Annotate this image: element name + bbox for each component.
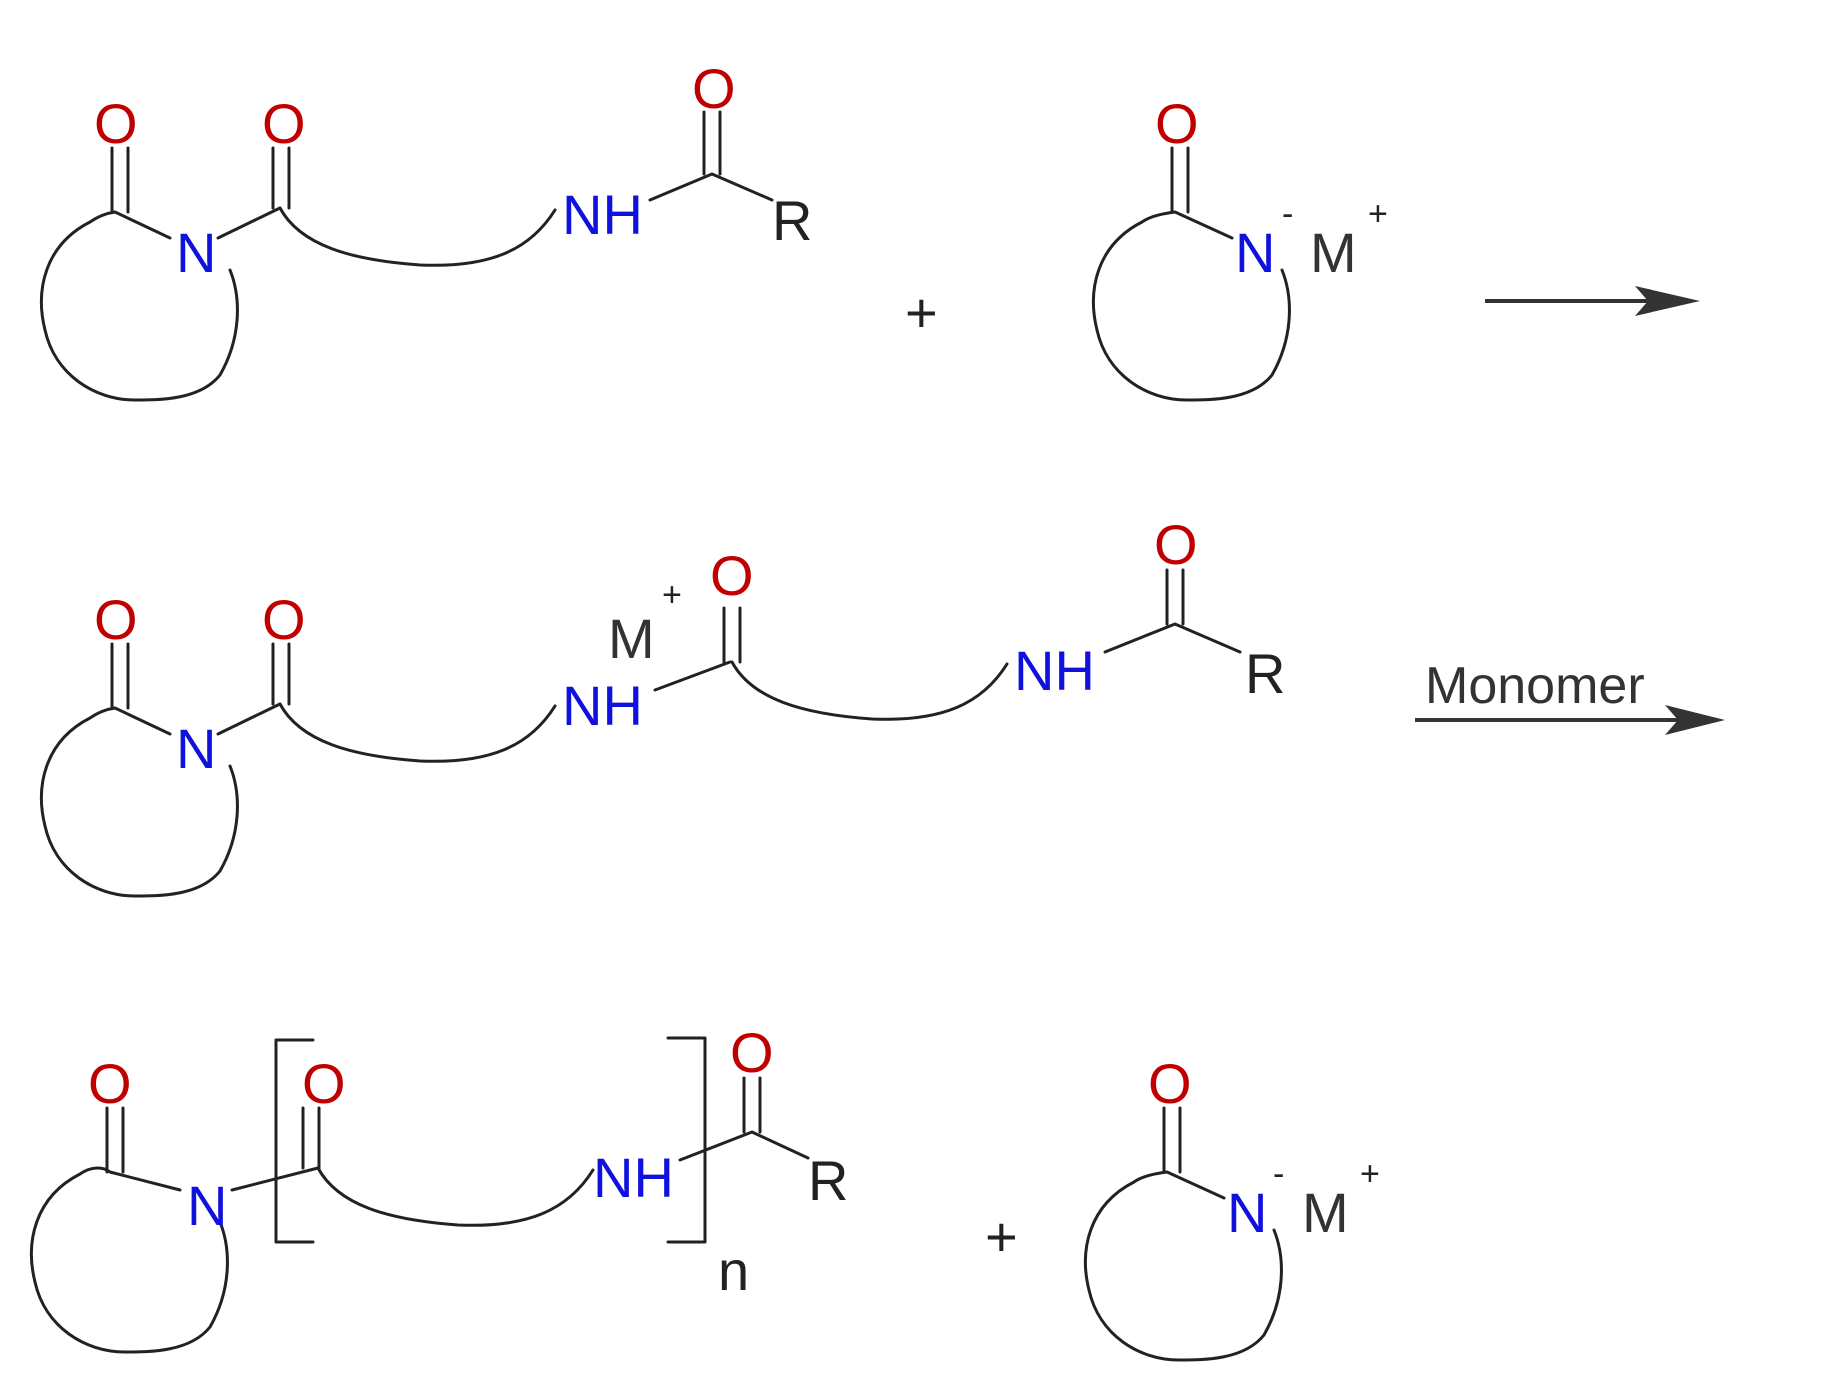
reaction-arrow-monomer: Monomer	[1415, 657, 1725, 735]
ring-carbonyl-bond	[1170, 146, 1190, 214]
repeat-bracket-right	[666, 1036, 707, 1244]
chain-bond	[316, 1166, 595, 1227]
nitrogen-atom: N	[1235, 221, 1275, 284]
nitrogen-atom: N	[187, 1174, 227, 1237]
oxygen-atom: O	[730, 1021, 774, 1084]
metal-cation: M	[1310, 221, 1357, 284]
oxygen-atom: O	[262, 92, 306, 155]
lactam-ring	[39, 702, 282, 898]
ring-carbonyl-bond	[105, 1106, 125, 1174]
repeat-bracket-left	[274, 1038, 315, 1244]
lactam-ring	[1083, 1170, 1283, 1362]
nitrogen-atom: N	[1227, 1181, 1267, 1244]
amine-group: NH	[562, 674, 643, 737]
oxygen-atom: O	[710, 544, 754, 607]
minus-charge: -	[1273, 1155, 1284, 1193]
plus-charge: +	[1360, 1155, 1380, 1193]
r-group: R	[1245, 642, 1285, 705]
plus-sign: +	[905, 281, 938, 344]
oxygen-atom: O	[94, 92, 138, 155]
oxygen-atom: O	[302, 1052, 346, 1115]
oxygen-atom: O	[88, 1052, 132, 1115]
lactam-ring	[39, 206, 282, 402]
repeat-index: n	[718, 1239, 749, 1302]
plus-charge: +	[662, 576, 682, 614]
oxygen-atom: O	[94, 588, 138, 651]
amine-group: NH	[562, 183, 643, 246]
metal-cation: M	[608, 607, 655, 670]
row3-lactamate-anion: O N - M +	[1083, 1052, 1380, 1362]
oxygen-atom: O	[1154, 513, 1198, 576]
oxygen-atom: O	[1155, 92, 1199, 155]
reaction-arrow	[1485, 286, 1700, 316]
amide-bonds	[678, 1076, 810, 1162]
row3-polymer: O O O N NH R n	[29, 1021, 848, 1354]
chain-bond	[278, 702, 557, 763]
monomer-label: Monomer	[1425, 657, 1645, 715]
metal-cation: M	[1302, 1181, 1349, 1244]
imide-carbonyl-bond	[301, 1106, 321, 1170]
oxygen-atom: O	[692, 57, 736, 120]
lactam-ring	[1091, 210, 1291, 402]
row1-lactamate-anion: O N - M +	[1091, 92, 1388, 402]
amide-bonds	[1103, 568, 1242, 654]
oxygen-atom: O	[1148, 1052, 1192, 1115]
r-group: R	[808, 1149, 848, 1212]
ring-carbonyl-bond	[1162, 1106, 1182, 1174]
plus-charge: +	[1368, 195, 1388, 233]
row1-acyl-lactam: O O O N NH R	[39, 57, 812, 402]
minus-charge: -	[1282, 195, 1293, 233]
imide-carbonyl-bond	[271, 146, 291, 210]
plus-sign: +	[985, 1205, 1018, 1268]
row2-intermediate: O O O O N M + NH NH R	[39, 513, 1285, 898]
amide-bond	[653, 606, 742, 692]
amine-group: NH	[593, 1146, 674, 1209]
nitrogen-atom: N	[176, 221, 216, 284]
ring-carbonyl-bond	[110, 146, 130, 214]
chain-bond	[278, 206, 557, 267]
nitrogen-atom: N	[176, 717, 216, 780]
chain-bond	[730, 660, 1009, 721]
amine-group: NH	[1014, 639, 1095, 702]
amide-bonds	[648, 110, 774, 202]
ring-carbonyl-bond	[110, 642, 130, 710]
r-group: R	[772, 189, 812, 252]
imide-carbonyl-bond	[271, 642, 291, 706]
oxygen-atom: O	[262, 588, 306, 651]
